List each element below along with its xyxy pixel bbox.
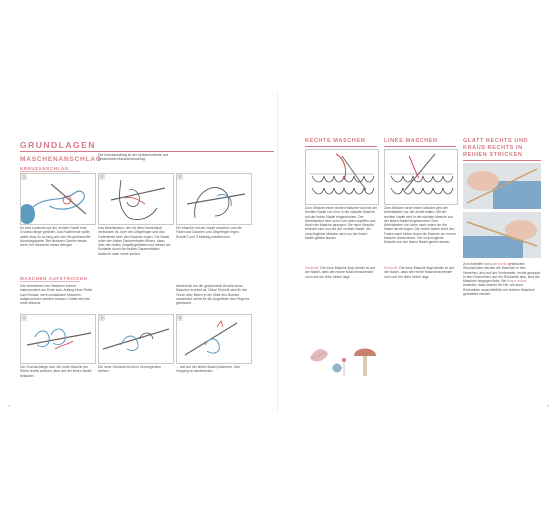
knitting-photo-2 — [463, 212, 541, 258]
title-glatt-kraus: GLATT RECHTS UND KRAUS RECHTS IN REIHEN … — [463, 138, 529, 158]
illustration-rechte-masche — [305, 149, 379, 205]
needle-loop-illustration — [26, 328, 92, 350]
title-rechte-maschen: RECHTE MASCHEN — [305, 138, 366, 144]
page-title: GRUNDLAGEN — [20, 140, 96, 150]
page-number-left: 4 — [8, 404, 10, 408]
step-number: 1 — [21, 174, 27, 180]
illustration-step-1: 1 — [20, 173, 96, 225]
step-1-text: Es wird zunächst auf der rechten Nadel e… — [20, 226, 91, 248]
illustration-aufstricken-1: 1 — [20, 314, 96, 364]
photo-knitting-1 — [463, 163, 541, 209]
aufstricken-step-1-text: Die Grundschlinge bzw. die erste Masche … — [20, 365, 92, 378]
illustration-aufstricken-2: 2 — [98, 314, 174, 364]
section-title-maschenanschlag: MASCHENANSCHLAG — [20, 156, 102, 163]
linke-maschen-check: Kontrolle: Die neue Masche liegt wieder … — [384, 266, 454, 279]
intro-text: Der Kreuzanschlag ist der herkömmlichste… — [98, 153, 169, 162]
rechte-maschen-check: Kontrolle: Die neue Masche liegt wieder … — [305, 266, 375, 279]
linke-maschen-text: Zum Stricken einer linken Masche wird de… — [384, 206, 456, 245]
title-rule — [20, 151, 274, 152]
loop-twist-illustration — [102, 328, 170, 352]
purl-stitch-illustration — [389, 153, 454, 195]
rechte-maschen-text: Zum Stricken einer rechten Masche wird m… — [305, 206, 377, 241]
illustration-aufstricken-3: 3 — [176, 314, 252, 364]
aufstricken-step-2-text: Die neue Schlaufe leicht im Uhrzeigersin… — [98, 365, 161, 374]
loop-tightening-illustration — [186, 187, 246, 219]
glatt-kraus-text: Zum Arbeiten von glatt rechts gestrickte… — [463, 262, 541, 297]
illustration-linke-masche — [384, 149, 458, 205]
step-2-text: Das Arbeitsfaden, der mit dem Garnknäuel… — [98, 226, 171, 256]
mushroom-leaf-decoration — [310, 348, 376, 376]
title-linke-maschen: LINKE MASCHEN — [384, 138, 438, 144]
illustration-step-2: 2 — [98, 173, 174, 225]
hand-yarn-illustration — [21, 183, 87, 224]
knit-stitch-illustration — [310, 153, 375, 195]
illustration-step-3: 3 — [176, 173, 252, 225]
aufstricken-text-a: Den Aufstricken von Maschen kommt insbes… — [20, 284, 93, 306]
step-3-text: Die Masche auf der Nadel anziehen und di… — [176, 226, 242, 239]
aufstricken-text-b: wiederholt, bis die gewünschte Anzahl ne… — [176, 284, 250, 306]
knitting-photo-1 — [463, 163, 541, 209]
subsection-maschen-aufstricken: MASCHEN AUFSTRICKEN — [20, 276, 88, 281]
subsection-kreuzanschlag: KREUZANSCHLAG — [20, 166, 69, 171]
loop-placement-illustration — [184, 320, 238, 356]
aufstricken-step-3-text: ... und auf der linken Nadel platzieren.… — [176, 365, 241, 374]
page-number-right: 5 — [547, 404, 549, 408]
photo-knitting-2 — [463, 212, 541, 258]
hand-needle-illustration — [110, 179, 166, 220]
